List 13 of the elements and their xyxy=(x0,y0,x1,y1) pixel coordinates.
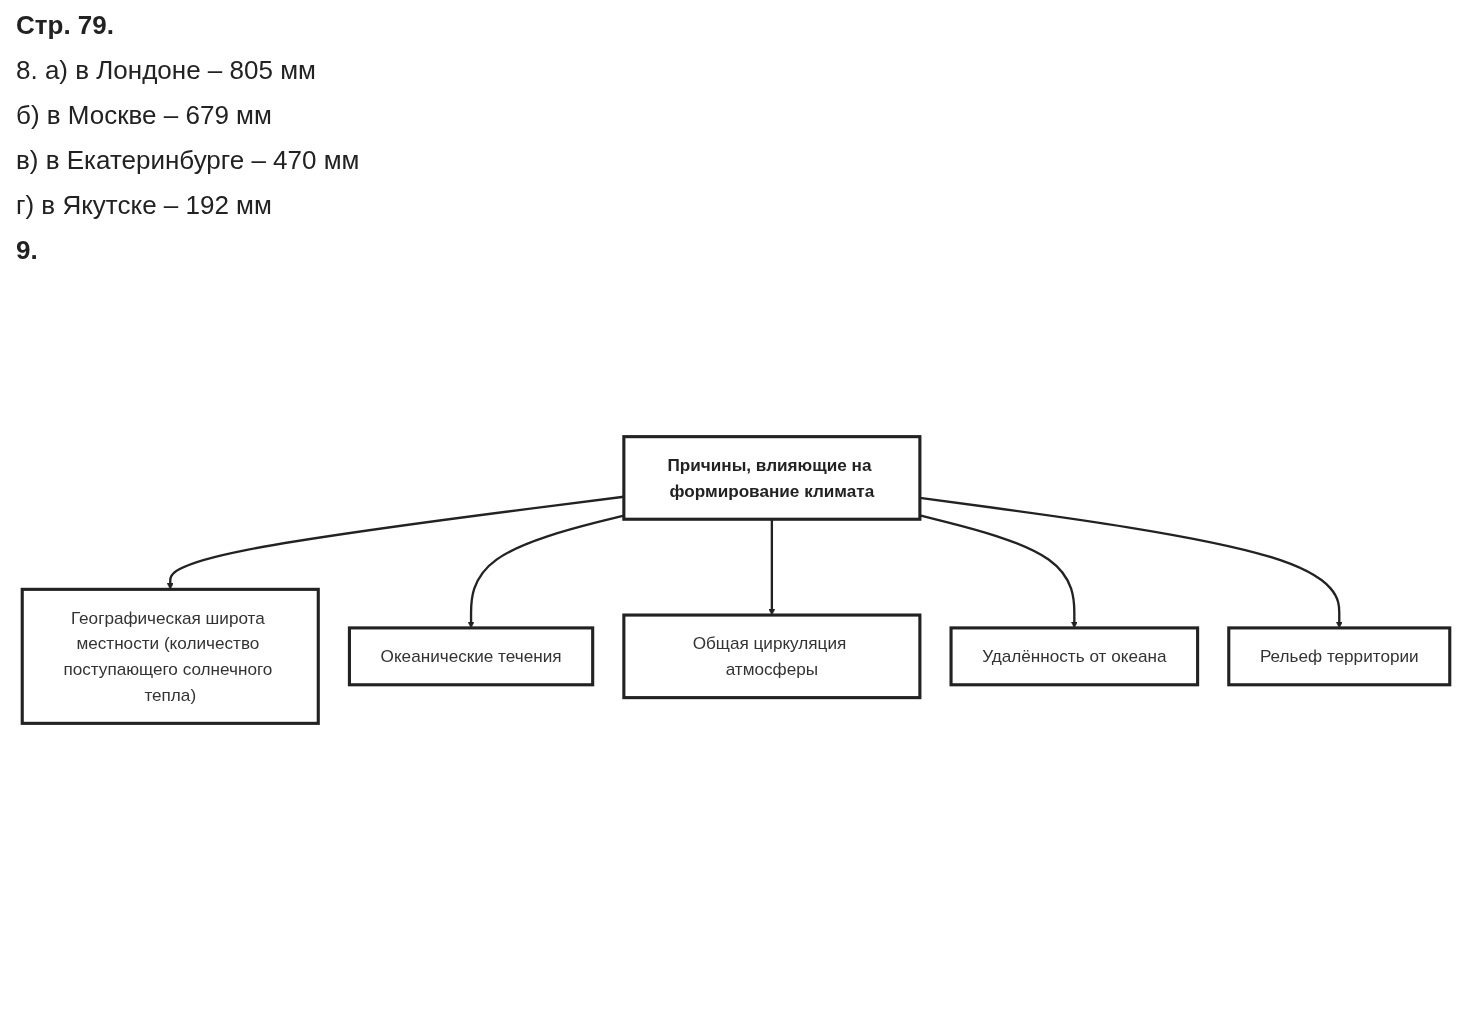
node-box: Океанические течения xyxy=(347,626,595,687)
answer-text: 8. а) в Лондоне – 805 мм xyxy=(16,55,317,86)
arrow xyxy=(768,519,776,616)
answer-text: в) в Екатеринбурге – 470 мм xyxy=(16,145,361,176)
answer-text: б) в Москве – 679 мм xyxy=(16,100,273,131)
answer-text: г) в Якутске – 192 мм xyxy=(16,190,273,221)
node-box: Общая циркуляция атмосферы xyxy=(622,613,922,700)
heading-text: Стр. 79. xyxy=(16,10,115,41)
node-box: Удалённость от океана xyxy=(949,626,1200,687)
node-box: Причины, влияющие на формирование климата xyxy=(622,435,922,521)
node-box: Рельеф территории xyxy=(1227,626,1452,687)
node-box: Географическая широта местности (количество поступающего солнечного тепла) xyxy=(20,587,320,725)
heading-text: 9. xyxy=(16,235,39,266)
